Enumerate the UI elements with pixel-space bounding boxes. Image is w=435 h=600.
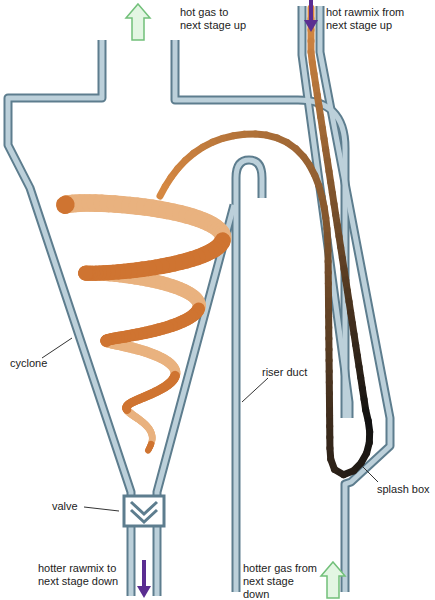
- spiral-segment: [78, 266, 94, 281]
- rawmix-outlet-label: hotter rawmix to next stage down: [38, 562, 130, 588]
- spiral-segment: [86, 266, 87, 281]
- valve-symbol: [124, 496, 164, 526]
- spiral-segment: [124, 400, 133, 409]
- part-label: valve: [52, 500, 86, 513]
- stream-segment: [160, 186, 165, 196]
- gas-outlet-label: hot gas to next stage up: [180, 6, 252, 32]
- rawmix-stream: [160, 8, 370, 475]
- leader-lines: [42, 338, 378, 511]
- part-label: cyclone: [10, 357, 60, 370]
- part-label: splash box: [377, 483, 432, 496]
- spiral-segment: [145, 449, 152, 450]
- spiral-segment: [123, 405, 131, 414]
- spiral-segment: [78, 266, 93, 281]
- spiral-segment: [123, 402, 132, 411]
- spiral-segment: [122, 404, 130, 413]
- spiral-segment: [56, 196, 75, 214]
- duct-wall-fill: [8, 6, 390, 596]
- spiral-segment: [100, 335, 111, 347]
- spiral-segment: [78, 266, 93, 281]
- spiral-segment: [66, 195, 67, 213]
- rawmix-inlet-label: hot rawmix from next stage up: [326, 6, 418, 32]
- rawmix-spiral: [65, 203, 223, 451]
- duct-wall-outline: [8, 6, 390, 596]
- gas-inlet-label: hotter gas from next stage down: [243, 562, 323, 600]
- spiral-segment: [100, 335, 112, 347]
- spiral-segment: [101, 334, 113, 346]
- spiral-segment: [123, 401, 132, 410]
- spiral-segment: [122, 403, 130, 412]
- spiral-segment: [122, 404, 130, 413]
- spiral-segment: [122, 402, 131, 411]
- spiral-segment: [78, 266, 93, 281]
- spiral-segment: [100, 335, 112, 347]
- part-label: riser duct: [262, 366, 332, 379]
- flow-arrows: [126, 0, 345, 598]
